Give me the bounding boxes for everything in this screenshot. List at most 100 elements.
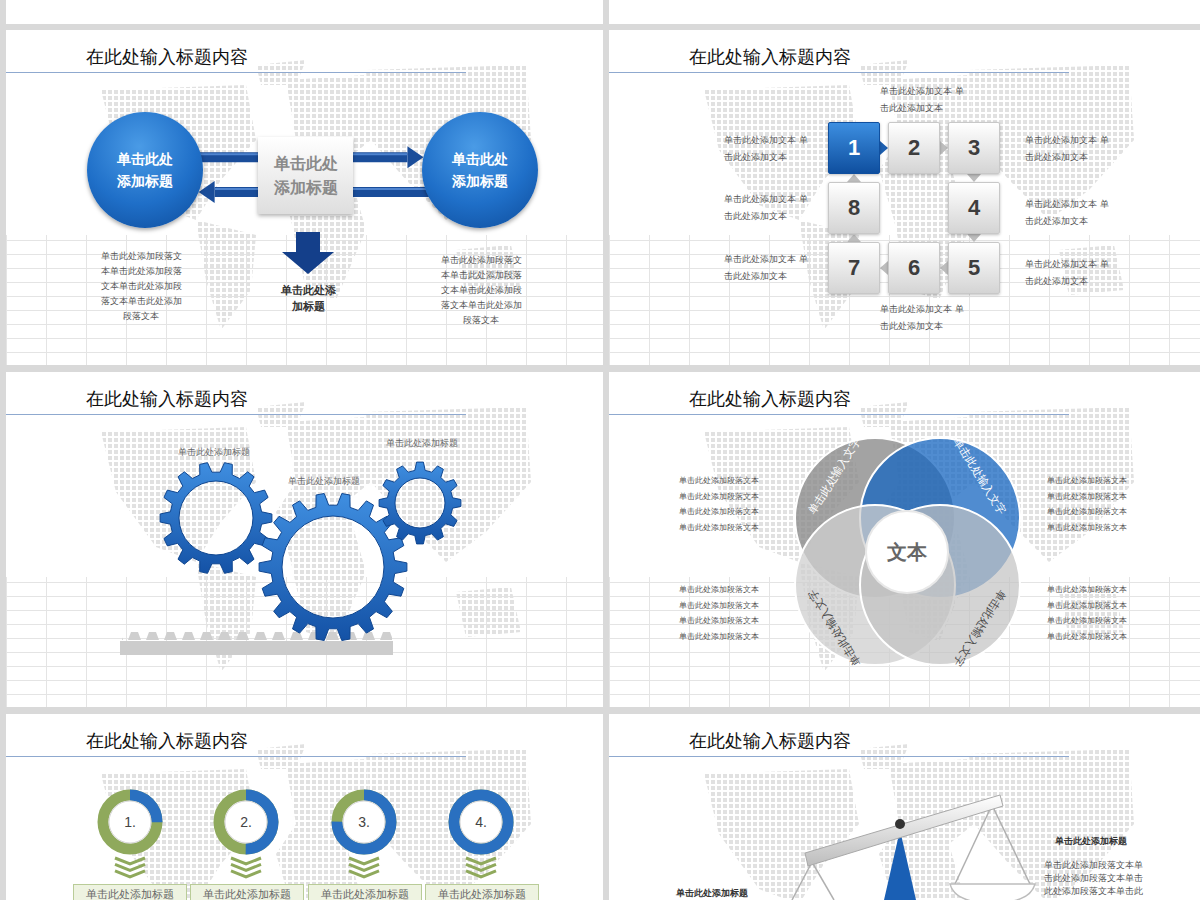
- chevron-connector: [349, 858, 379, 877]
- arc-text: 单击此处输入文字: [948, 582, 1013, 674]
- step-square: 6: [888, 242, 940, 294]
- label-slot: 单击此处添加段落文 本单击此处添加段落 文本单击此处添加段 落文本单击此处添加 …: [435, 253, 527, 328]
- step-arrow: [847, 234, 861, 242]
- step-arrow-head: [940, 141, 948, 155]
- donut-fill: [337, 795, 391, 849]
- slide-title: 在此处输入标题内容: [689, 46, 889, 68]
- donut-inner: [225, 801, 267, 843]
- text-label: 单击此处添加标题: [288, 475, 378, 487]
- step-square: 3: [948, 122, 1000, 174]
- text-label: 单击此处添加文本 单击此处添加文本: [724, 132, 808, 166]
- step-arrow: [940, 261, 948, 275]
- node-text: 单击此处 添加标题: [450, 148, 510, 192]
- label-slot: 单击此处输入文字: [802, 430, 867, 522]
- text-label: 单击此处添加段落文本 单击此处添加段落文本 单击此处添加段落文本 单击此处添加段…: [679, 582, 767, 644]
- rack-bar: [120, 641, 393, 655]
- scale-pan: [950, 884, 1035, 900]
- text-label: 单击此处添加段落文 本单击此处添加段落 文本单击此处添加段 落文本单击此处添加 …: [95, 249, 187, 324]
- step-arrow: [967, 174, 981, 182]
- label-slot: 单击此处添加段落文本 单击此处添加段落文本 单击此处添加段落文本 单击此处添加段…: [679, 473, 767, 535]
- label-slot: 单击此处添加段落文本单 击此处添加段落文本单击 此处添加段落文本单击此: [1044, 859, 1148, 898]
- label-slot: 单击此处添加标题: [676, 887, 772, 899]
- step-arrow-head: [967, 174, 981, 182]
- venn-center: 文本: [865, 510, 949, 594]
- caption-box: 单击此处添加标题: [308, 884, 422, 900]
- pan-string: [812, 862, 834, 900]
- chevron: [349, 864, 379, 870]
- arc-text: 单击此处输入文字: [948, 430, 1013, 522]
- chevron: [466, 871, 496, 877]
- arrow-head: [407, 146, 423, 168]
- label-slot: 单击此处添加段落文本 单击此处添加段落文本 单击此处添加段落文本 单击此处添加段…: [679, 582, 767, 644]
- step-arrow-head: [880, 141, 888, 155]
- chevron: [349, 858, 379, 864]
- chevron-connector: [466, 858, 496, 877]
- chevron: [466, 864, 496, 870]
- label-slot: 单击此处添加标题: [386, 437, 476, 449]
- down-arrow-box: 单击此处添 加标题: [268, 232, 348, 318]
- top-slide: [609, 0, 1200, 24]
- label-slot: 单击此处输入文字: [948, 582, 1013, 674]
- label-slot: 单击此处添加文本 单击此处添加文本: [1025, 196, 1109, 230]
- slide-title: 在此处输入标题内容: [689, 730, 889, 752]
- label-slot: 单击此处添加段落文 本单击此处添加段落 文本单击此处添加段 落文本单击此处添加 …: [95, 249, 187, 324]
- chevron: [231, 871, 261, 877]
- node-text: 单击此处添 加标题: [279, 282, 337, 314]
- title-circle: 单击此处 添加标题: [422, 112, 538, 228]
- node-text: 单击此处添加标题: [86, 887, 174, 900]
- chevron-connector: [115, 858, 145, 877]
- step-square: 2: [888, 122, 940, 174]
- step-square: 7: [828, 242, 880, 294]
- text-label: 单击此处添加段落文本 单击此处添加段落文本 单击此处添加段落文本 单击此处添加段…: [679, 473, 767, 535]
- step-square: 1: [828, 122, 880, 174]
- gear: [160, 463, 272, 574]
- step-arrow: [940, 141, 948, 155]
- node-text: 8: [848, 195, 860, 221]
- rack-teeth: [122, 632, 392, 642]
- step-arrow-head: [967, 234, 981, 242]
- text-label: 单击此处添加文本 单击此处添加文本: [1025, 132, 1109, 166]
- gear: [379, 462, 461, 544]
- arc-text: 单击此处输入文字: [802, 582, 867, 674]
- scale-pivot: [895, 819, 905, 829]
- node-text: 7: [848, 255, 860, 281]
- text-label: 单击此处添加标题: [676, 887, 772, 899]
- label-slot: 单击此处输入文字: [802, 582, 867, 674]
- text-label: 单击此处添加段落文本单 击此处添加段落文本单击 此处添加段落文本单击此: [1044, 859, 1148, 898]
- node-text: 3: [968, 135, 980, 161]
- node-text: 2.: [240, 814, 252, 830]
- step-arrow: [847, 174, 861, 182]
- progress-donut: 1.: [97, 789, 163, 855]
- label-slot: 单击此处添加段落文本 单击此处添加段落文本 单击此处添加段落文本 单击此处添加段…: [1047, 473, 1135, 535]
- node-text: 1.: [124, 814, 136, 830]
- chevron-connector: [231, 858, 261, 877]
- chevron: [231, 864, 261, 870]
- step-arrow: [880, 141, 888, 155]
- label-slot: 在此处输入标题内容: [86, 388, 286, 410]
- text-label: 单击此处添加标题: [178, 446, 268, 458]
- node-text: 6: [908, 255, 920, 281]
- text-label: 单击此处添加标题: [386, 437, 476, 449]
- chevron: [466, 858, 496, 864]
- text-label: 单击此处添加段落文本 单击此处添加段落文本 单击此处添加段落文本 单击此处添加段…: [1047, 473, 1135, 535]
- node-text: 5: [968, 255, 980, 281]
- donut-fill: [103, 795, 157, 849]
- slide-card: [6, 372, 603, 707]
- node-text: 3.: [358, 814, 370, 830]
- label-slot: 单击此处添加文本 单击此处添加文本: [724, 191, 808, 225]
- top-slide: [6, 0, 603, 24]
- slide-title: 在此处输入标题内容: [86, 46, 286, 68]
- down-arrow: [268, 232, 348, 276]
- text-label: 单击此处添加文本 单击此处添加文本: [1025, 196, 1109, 230]
- pan-string: [992, 805, 1030, 884]
- venn-circle: [860, 505, 1020, 665]
- text-label: 单击此处添加文本 单击此处添加文本: [1025, 256, 1109, 290]
- node-text: 1: [848, 135, 860, 161]
- slide-title: 在此处输入标题内容: [86, 388, 286, 410]
- label-slot: 单击此处添加文本 单击此处添加文本: [1025, 256, 1109, 290]
- label-slot: 在此处输入标题内容: [689, 46, 889, 68]
- node-text: 单击此处 添加标题: [272, 152, 340, 200]
- title-box: 单击此处 添加标题: [258, 137, 353, 214]
- down-arrow-shape: [282, 232, 334, 274]
- node-text: 单击此处添加标题: [438, 887, 526, 900]
